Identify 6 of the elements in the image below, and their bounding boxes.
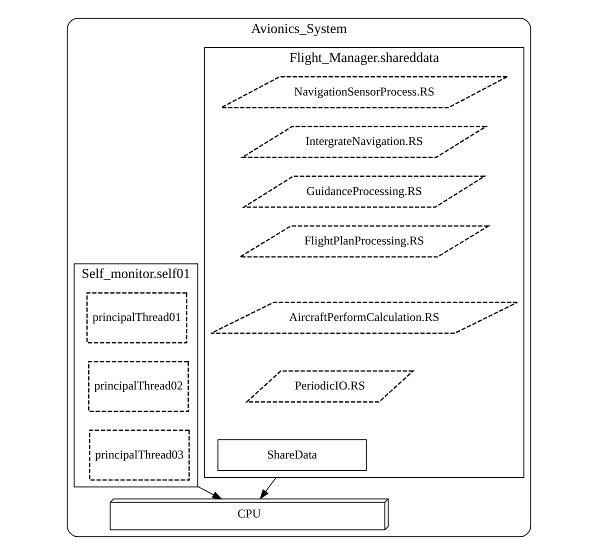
arrow (197, 486, 222, 500)
node-box: principalThread01 (86, 292, 188, 344)
node-box: ShareData (217, 439, 367, 472)
node-box: principalThread02 (88, 360, 189, 412)
arrow (260, 477, 277, 500)
node-box: principalThread03 (88, 430, 190, 481)
